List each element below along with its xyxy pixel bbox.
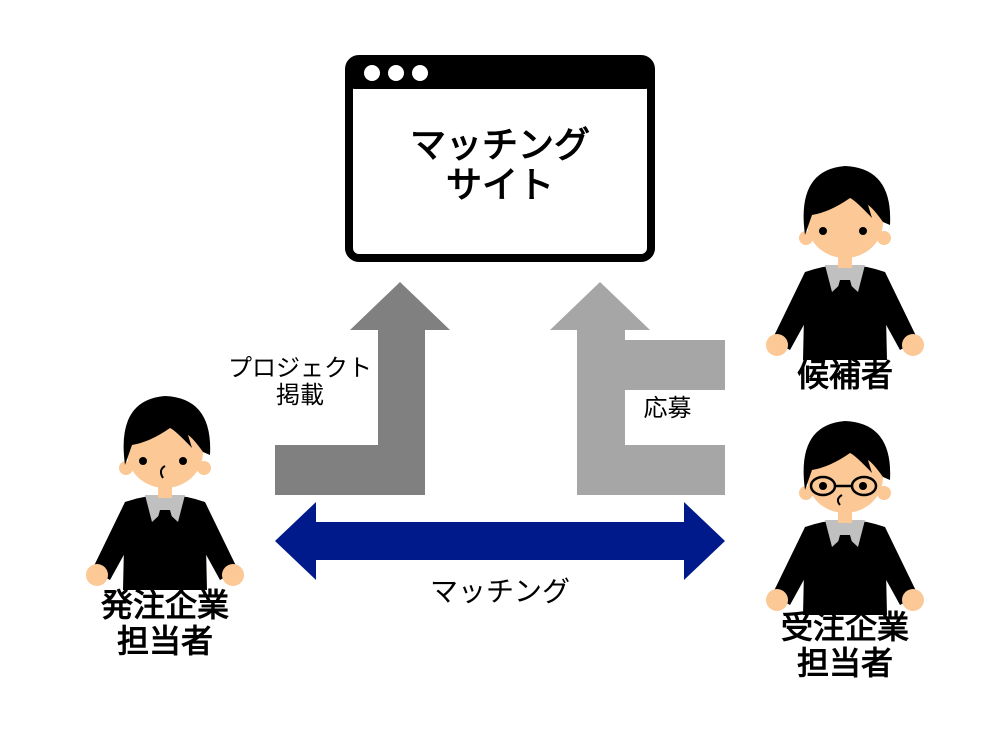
site-title: マッチングサイト [350,125,650,207]
client-label-line2: 担当者 [116,621,213,660]
candidate-label: 候補者 [796,356,893,394]
contractor-label: 受注企業担当者 [745,608,945,682]
contractor-person-icon: .p3 .suit{fill:#000}.p3 .hair{fill:#6b6b… [766,421,924,615]
window-dot-icon [364,65,380,81]
site-title-line1: マッチング [409,125,590,166]
site-title-line2: サイト [445,165,554,207]
client-label-line1: 発注企業 [100,586,229,624]
post-label-line2: 掲載 [276,380,324,409]
post-arrow [275,282,450,495]
apply-label: 応募 [643,394,692,422]
matching-arrow [275,502,725,580]
window-dot-icon [412,65,428,81]
client-label: 発注企業担当者 [65,586,265,660]
post-label: プロジェクト掲載 [220,355,380,409]
apply-arrow [550,282,725,495]
matching-site-window [345,55,655,262]
glasses-icon [809,475,878,497]
candidate-person-icon: .p2 .suit{fill:#000}.p2 .hair{fill:#000}… [766,166,924,360]
contractor-label-line2: 担当者 [796,643,893,682]
window-dot-icon [388,65,404,81]
contractor-label-line1: 受注企業 [780,608,909,646]
client-person-icon: .p1 .suit{fill:#6b6b6b}.p1 .hair{fill:#6… [86,396,244,590]
matching-label: マッチング [429,575,570,608]
post-label-line1: プロジェクト [228,354,372,382]
